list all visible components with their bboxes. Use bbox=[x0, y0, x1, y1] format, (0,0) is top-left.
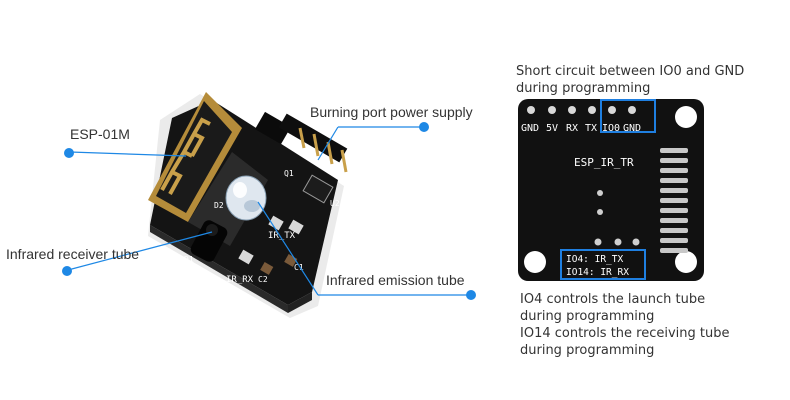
io14-silk: IO14: IR_RX bbox=[566, 267, 629, 278]
pcb-back bbox=[518, 99, 704, 281]
note-io4-line2: during programming bbox=[520, 309, 655, 324]
label-burning-port: Burning port power supply bbox=[310, 104, 473, 120]
pin-label-tx: TX bbox=[585, 123, 597, 134]
silk-c1: C1 bbox=[294, 263, 304, 272]
label-ir-emission: Infrared emission tube bbox=[326, 272, 465, 288]
note-io14-line2: during programming bbox=[520, 343, 655, 358]
note-io-control: IO4 controls the launch tube during prog… bbox=[520, 291, 730, 359]
callout-dot-irrx bbox=[62, 266, 72, 276]
label-esp01m: ESP-01M bbox=[70, 126, 130, 142]
castellated-pads bbox=[660, 148, 688, 253]
silk-d2: D2 bbox=[214, 201, 224, 210]
ir-led bbox=[225, 175, 267, 221]
callout-irtx-line bbox=[257, 201, 319, 296]
note-io4-line1: IO4 controls the launch tube bbox=[520, 292, 706, 307]
callout-dot-irtx bbox=[466, 290, 476, 300]
io-label-highlight bbox=[560, 249, 646, 280]
silk-ir-tx: IR_TX bbox=[268, 231, 296, 241]
silk-d1: D1 bbox=[184, 255, 194, 264]
callout-dot-burning bbox=[419, 122, 429, 132]
io4-silk: IO4: IR_TX bbox=[566, 254, 623, 265]
ir-receiver bbox=[190, 220, 228, 262]
board-name: ESP_IR_TR bbox=[574, 156, 634, 169]
silk-u2: U2 bbox=[330, 199, 340, 208]
pin-label-io0: IO0 bbox=[602, 123, 620, 134]
callout-dot-esp01m bbox=[64, 148, 74, 158]
callout-irrx-line bbox=[67, 231, 213, 271]
callout-burning-line bbox=[317, 126, 339, 161]
pin-label-rx: RX bbox=[566, 123, 578, 134]
note-io14-line1: IO14 controls the receiving tube bbox=[520, 326, 730, 341]
silk-ir-rx: IR_RX bbox=[226, 275, 254, 285]
pin-label-5v: 5V bbox=[546, 123, 558, 134]
silk-q1: Q1 bbox=[284, 169, 294, 178]
note-short-circuit-line1: Short circuit between IO0 and GND bbox=[516, 64, 745, 79]
note-short-circuit-line2: during programming bbox=[516, 81, 651, 96]
silk-c2: C2 bbox=[258, 275, 268, 284]
pin-label-gnd: GND bbox=[521, 123, 539, 134]
pin-label-gnd2: GND bbox=[623, 123, 641, 134]
label-ir-receiver: Infrared receiver tube bbox=[6, 246, 140, 262]
io0-gnd-highlight bbox=[600, 99, 656, 133]
note-short-circuit: Short circuit between IO0 and GND during… bbox=[516, 63, 744, 97]
callout-esp01m-line bbox=[69, 151, 187, 157]
